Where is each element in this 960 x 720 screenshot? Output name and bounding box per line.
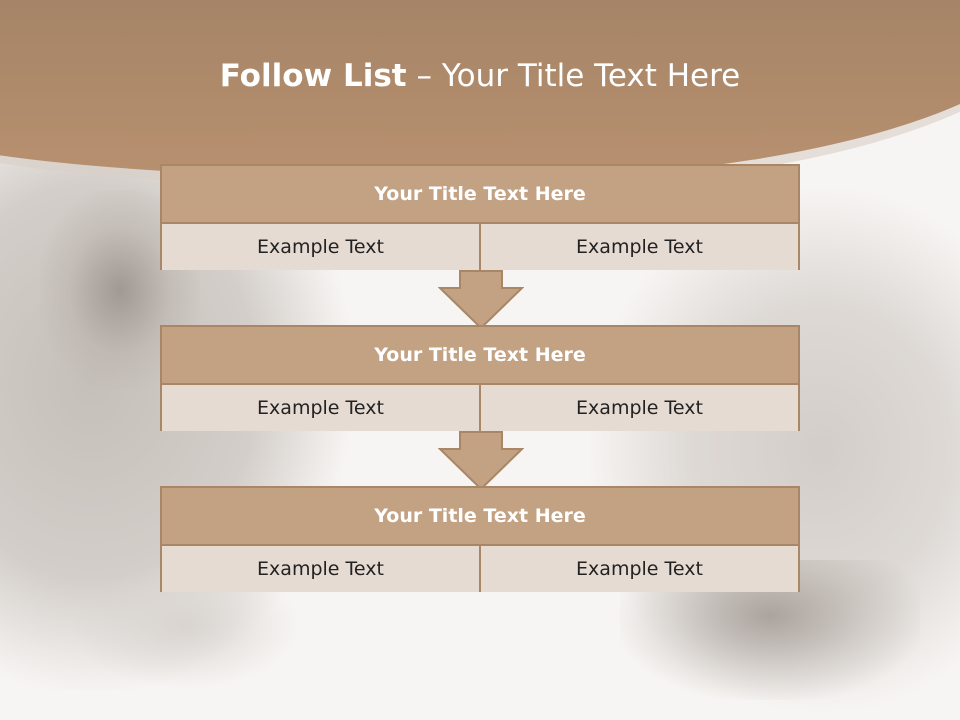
block-cell-left: Example Text xyxy=(162,385,479,431)
block-cell-right: Example Text xyxy=(479,224,798,270)
block-heading: Your Title Text Here xyxy=(162,327,798,385)
flow-block-2: Your Title Text Here Example Text Exampl… xyxy=(160,325,800,431)
block-cell-right: Example Text xyxy=(479,546,798,592)
header-band xyxy=(0,0,960,180)
block-row: Example Text Example Text xyxy=(162,546,798,592)
title-bold: Follow List xyxy=(219,58,407,94)
block-heading: Your Title Text Here xyxy=(162,166,798,224)
title-rest: – Your Title Text Here xyxy=(416,58,741,94)
block-row: Example Text Example Text xyxy=(162,224,798,270)
down-arrow-icon xyxy=(438,431,524,491)
block-heading: Your Title Text Here xyxy=(162,488,798,546)
flow-block-1: Your Title Text Here Example Text Exampl… xyxy=(160,164,800,270)
block-cell-left: Example Text xyxy=(162,546,479,592)
block-cell-left: Example Text xyxy=(162,224,479,270)
block-cell-right: Example Text xyxy=(479,385,798,431)
down-arrow-icon xyxy=(438,270,524,330)
slide-title: Follow List – Your Title Text Here xyxy=(0,56,960,96)
flow-block-3: Your Title Text Here Example Text Exampl… xyxy=(160,486,800,592)
block-row: Example Text Example Text xyxy=(162,385,798,431)
